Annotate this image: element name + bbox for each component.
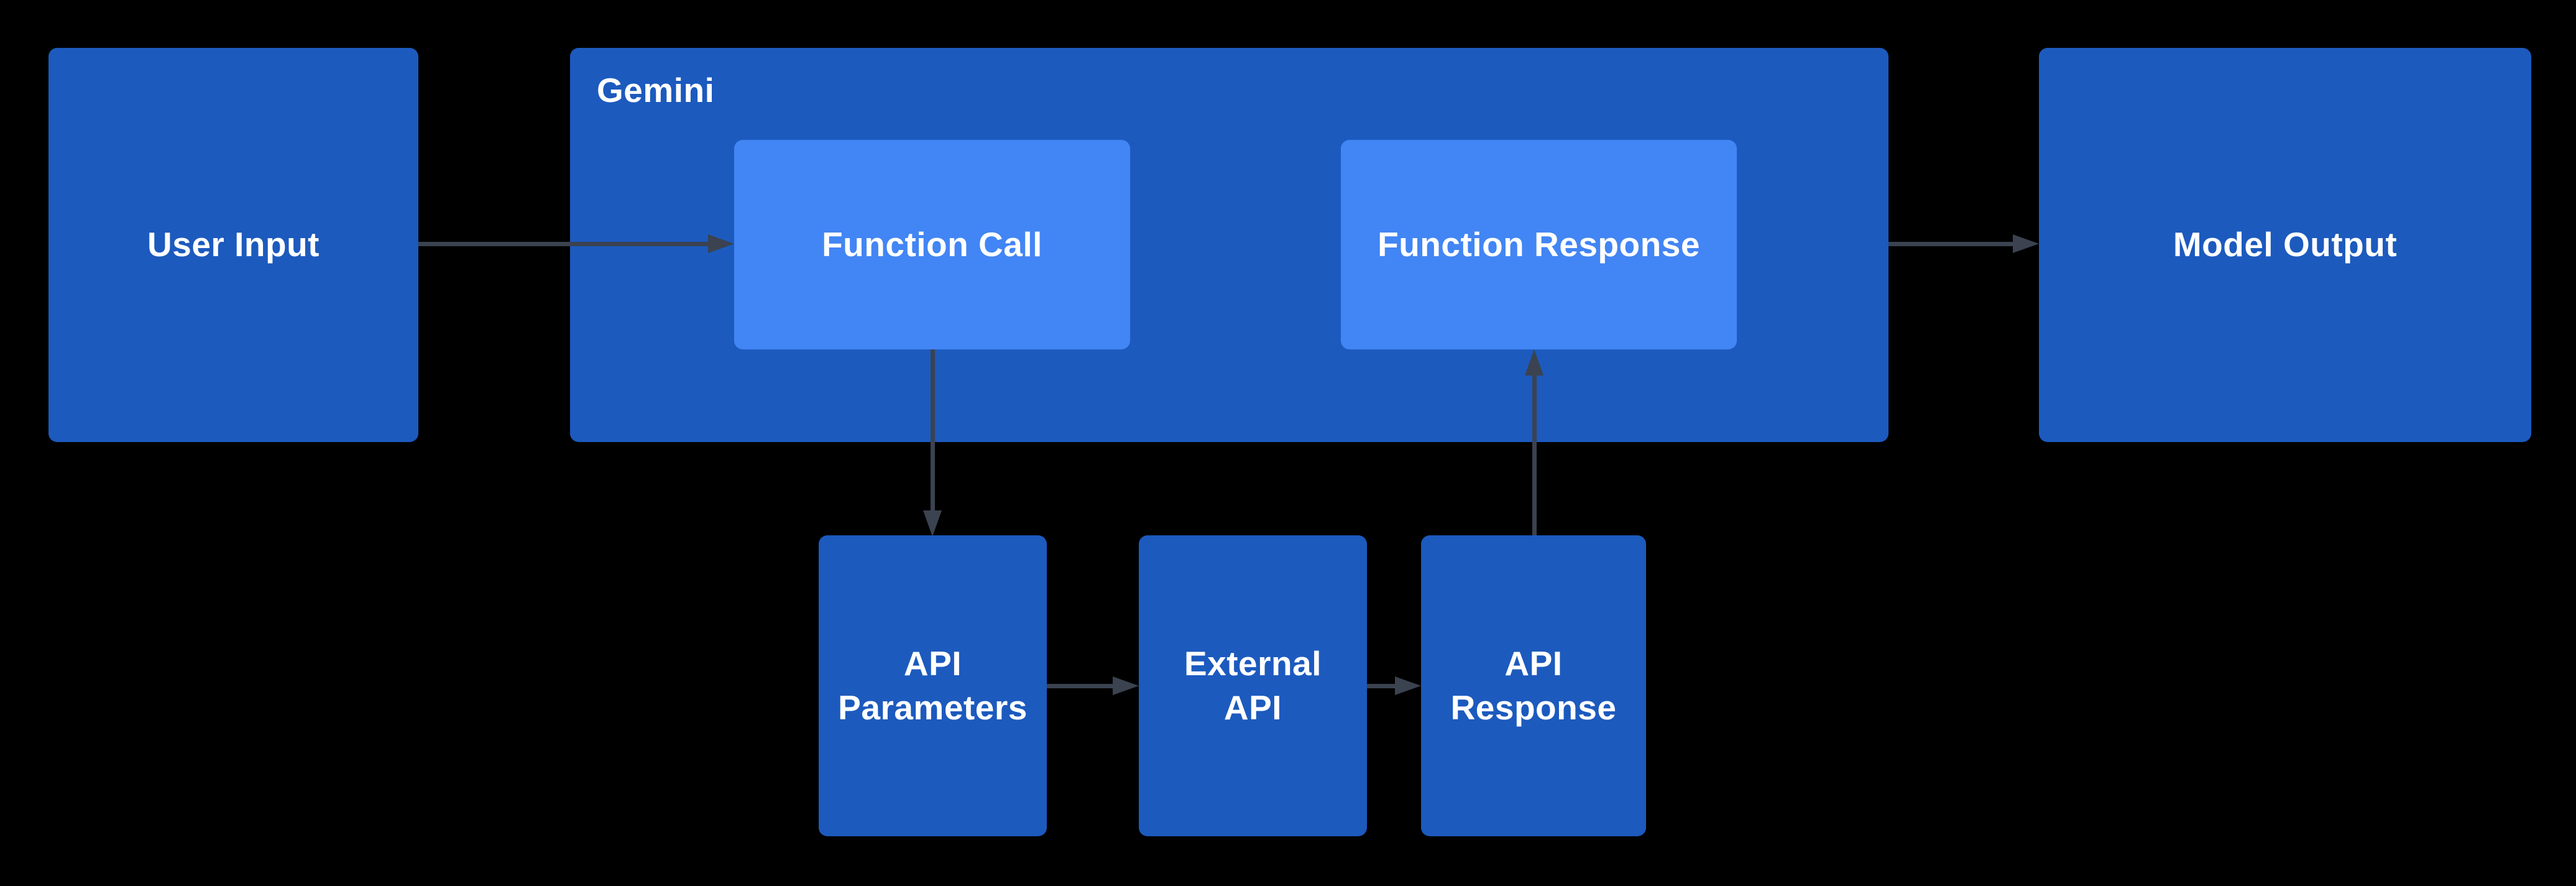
- arrow-external-api-to-api-response-line: [1367, 684, 1397, 688]
- node-gemini-container: Gemini Function Call Function Response: [570, 48, 1888, 442]
- node-api-parameters: API Parameters: [819, 535, 1047, 836]
- arrow-gemini-to-model-output-line: [1888, 242, 2015, 246]
- arrow-user-input-to-function-call-head: [708, 234, 734, 253]
- node-function-response-label: Function Response: [1378, 224, 1700, 264]
- node-user-input-label: User Input: [147, 225, 320, 264]
- arrow-api-response-to-function-response-line: [1532, 374, 1537, 535]
- node-model-output: Model Output: [2039, 48, 2531, 442]
- node-function-response: Function Response: [1341, 140, 1737, 349]
- node-api-parameters-label: API Parameters: [838, 644, 1028, 727]
- node-model-output-label: Model Output: [2173, 225, 2398, 264]
- node-function-call: Function Call: [734, 140, 1130, 349]
- arrow-api-parameters-to-external-api-head: [1113, 676, 1139, 695]
- node-external-api-label: External API: [1184, 644, 1322, 727]
- arrow-function-call-to-api-parameters-line: [931, 349, 935, 512]
- node-user-input: User Input: [48, 48, 418, 442]
- arrow-api-parameters-to-external-api-line: [1047, 684, 1115, 688]
- arrow-user-input-to-function-call-line: [418, 242, 711, 246]
- arrow-api-response-to-function-response-head: [1525, 349, 1543, 376]
- node-external-api: External API: [1139, 535, 1367, 836]
- node-api-response: API Response: [1421, 535, 1646, 836]
- node-gemini-label: Gemini: [597, 71, 715, 109]
- arrow-function-call-to-api-parameters-head: [923, 510, 942, 537]
- node-function-call-label: Function Call: [822, 224, 1042, 264]
- arrow-external-api-to-api-response-head: [1395, 676, 1421, 695]
- arrow-gemini-to-model-output-head: [2013, 234, 2039, 253]
- node-api-response-label: API Response: [1450, 644, 1617, 727]
